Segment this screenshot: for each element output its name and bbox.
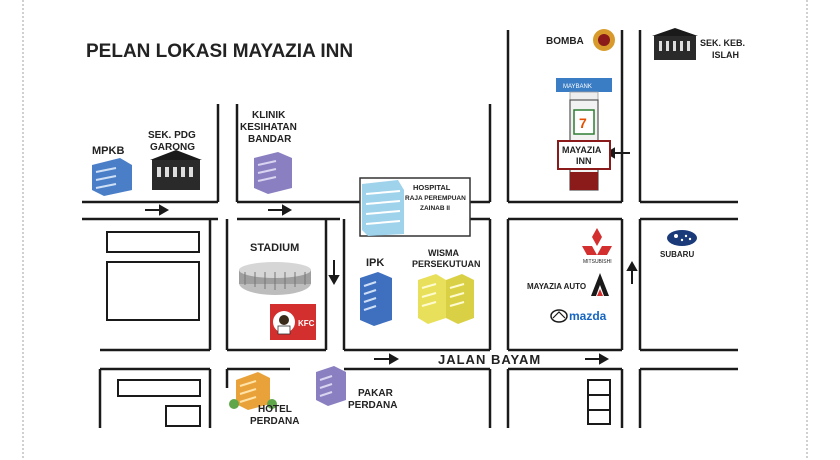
road-name-label: JALAN BAYAM — [438, 352, 541, 367]
place-label-hospital-1: HOSPITAL — [413, 183, 451, 192]
place-label-sek-keb-islah-2: ISLAH — [712, 50, 739, 60]
place-label-sek-pdg-garong-2: GARONG — [150, 142, 195, 153]
school-icon — [652, 28, 698, 60]
subaru-logo-icon — [667, 230, 697, 246]
place-label-pakar-1: PAKAR — [358, 388, 394, 399]
place-label-hospital-2: RAJA PEREMPUAN — [405, 195, 466, 202]
hotel-icon — [229, 372, 277, 410]
kfc-logo-text: KFC — [298, 319, 315, 328]
lot-block — [587, 379, 611, 425]
place-label-klinik-2: KESIHATAN — [240, 122, 297, 133]
place-label-subaru: SUBARU — [660, 250, 694, 259]
place-label-mayazia-inn-2: INN — [576, 156, 592, 166]
place-label-mitsubishi: MITSUBISHI — [583, 259, 612, 265]
map-title: PELAN LOKASI MAYAZIA INN — [86, 41, 353, 62]
office-building-icon — [92, 158, 132, 196]
place-label-ipk: IPK — [366, 257, 384, 269]
billboard-sign — [556, 78, 612, 92]
place-label-wisma-1: WISMA — [428, 248, 459, 258]
mayazia-inn-building: 7 — [557, 99, 611, 191]
hospital-icon — [359, 177, 471, 237]
place-label-bomba: BOMBA — [546, 36, 584, 47]
pakar-building-icon — [316, 366, 346, 406]
place-label-mayazia-inn-1: MAYAZIA — [562, 145, 602, 155]
place-label-pakar-2: PERDANA — [348, 400, 397, 411]
fire-station-icon — [593, 29, 615, 51]
lot-block — [106, 261, 200, 321]
school-icon — [150, 150, 202, 190]
place-label-sek-pdg-garong-1: SEK. PDG — [148, 130, 196, 141]
billboard-sign-text: MAYBANK — [563, 84, 592, 90]
place-label-klinik-3: BANDAR — [248, 134, 292, 145]
lot-block — [165, 405, 201, 427]
office-building-icon — [360, 272, 392, 326]
lot-block — [117, 379, 201, 397]
clinic-building-icon — [254, 152, 292, 194]
place-label-hospital-3: ZAINAB II — [420, 205, 450, 212]
mazda-logo-icon — [550, 309, 568, 323]
road-network — [82, 30, 738, 428]
place-label-hotel-2: PERDANA — [250, 416, 299, 427]
seven-eleven-sign: 7 — [579, 115, 587, 131]
place-label-mazda: mazda — [569, 309, 607, 323]
stadium-icon — [239, 262, 311, 295]
place-label-wisma-2: PERSEKUTUAN — [412, 259, 481, 269]
place-label-sek-keb-islah-1: SEK. KEB. — [700, 38, 745, 48]
place-label-hotel-1: HOTEL — [258, 404, 292, 415]
place-label-stadium: STADIUM — [250, 242, 299, 254]
mayazia-auto-logo-icon — [591, 273, 609, 296]
place-label-klinik-1: KLINIK — [252, 110, 286, 121]
office-building-icon — [418, 274, 474, 324]
mitsubishi-logo-icon — [582, 228, 612, 255]
map-frame — [22, 0, 808, 458]
place-label-mpkb: MPKB — [92, 145, 124, 157]
place-label-mayazia-auto: MAYAZIA AUTO — [527, 282, 586, 291]
lot-block — [106, 231, 200, 253]
kfc-logo-icon: KFC — [270, 304, 316, 340]
